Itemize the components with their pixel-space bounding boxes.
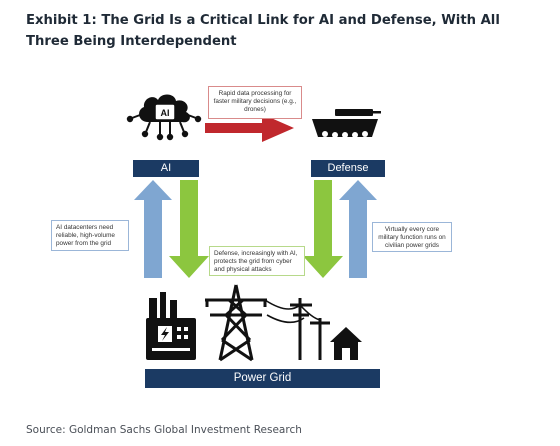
page-title: Exhibit 1: The Grid Is a Critical Link f… xyxy=(26,13,500,49)
green-arrow-right xyxy=(303,180,343,278)
green-arrow-left xyxy=(169,180,209,278)
source-note: Source: Goldman Sachs Global Investment … xyxy=(26,424,302,436)
utility-pole-icon xyxy=(290,298,330,360)
ai-node: AI xyxy=(133,160,199,177)
note-grid-to-defense: Virtually every core military function r… xyxy=(372,222,452,252)
note-defense-protects-grid: Defense, increasingly with AI, protects … xyxy=(209,246,305,276)
note-grid-to-ai: AI datacenters need reliable, high-volum… xyxy=(51,220,129,251)
ai-node-label: AI xyxy=(160,162,172,174)
factory-icon xyxy=(146,292,196,360)
power-grid-node: Power Grid xyxy=(145,369,380,388)
note-ai-to-defense: Rapid data processing for faster militar… xyxy=(208,86,302,119)
ai-brain-icon xyxy=(126,94,202,141)
transmission-tower-icon xyxy=(205,284,267,362)
ai-chip-label: AI xyxy=(161,108,170,118)
defense-node: Defense xyxy=(311,160,385,177)
blue-arrow-left xyxy=(134,180,172,278)
power-grid-label: Power Grid xyxy=(233,372,292,384)
blue-arrow-right xyxy=(339,180,377,278)
house-icon xyxy=(330,327,362,360)
red-arrow xyxy=(205,114,294,142)
tank-icon xyxy=(312,109,381,138)
power-lines xyxy=(264,299,321,324)
defense-node-label: Defense xyxy=(327,162,369,174)
